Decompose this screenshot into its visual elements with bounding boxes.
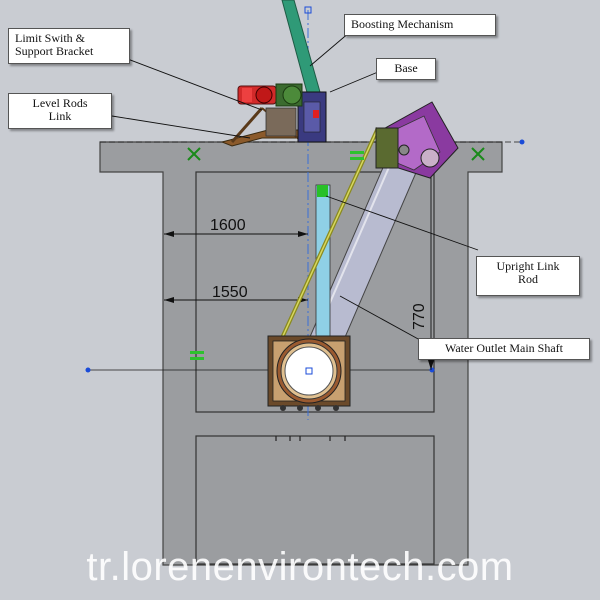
upright-link-marker: [317, 185, 328, 197]
constraint-markers: [187, 147, 485, 360]
dim-label-1600: 1600: [210, 217, 246, 234]
dimension-770: 770: [411, 172, 434, 370]
level-rods-link: [220, 107, 301, 147]
dim-label-770: 770: [411, 303, 428, 330]
dim-label-1550: 1550: [212, 284, 248, 301]
callout-water-outlet-main-shaft: Water Outlet Main Shaft: [418, 338, 590, 360]
leader-lines: [111, 31, 479, 341]
watermark: tr.lorenenvirontech.com: [86, 545, 514, 589]
upright-link-rod: [315, 184, 331, 346]
outlet-pipe-box: [267, 335, 351, 411]
callout-upright-link-rod: Upright Link Rod: [476, 256, 580, 296]
callout-base: Base: [376, 58, 436, 80]
boosting-boom: [281, 0, 321, 97]
callout-limit-switch: Limit Swith & Support Bracket: [8, 28, 130, 64]
motor-assembly: [237, 83, 303, 107]
callout-boosting-mechanism: Boosting Mechanism: [344, 14, 496, 36]
dimension-1600: 1600: [164, 217, 308, 237]
lower-chamber: [195, 435, 435, 565]
callout-level-rods: Level Rods Link: [8, 93, 112, 129]
gearbox-assembly: [375, 101, 459, 179]
